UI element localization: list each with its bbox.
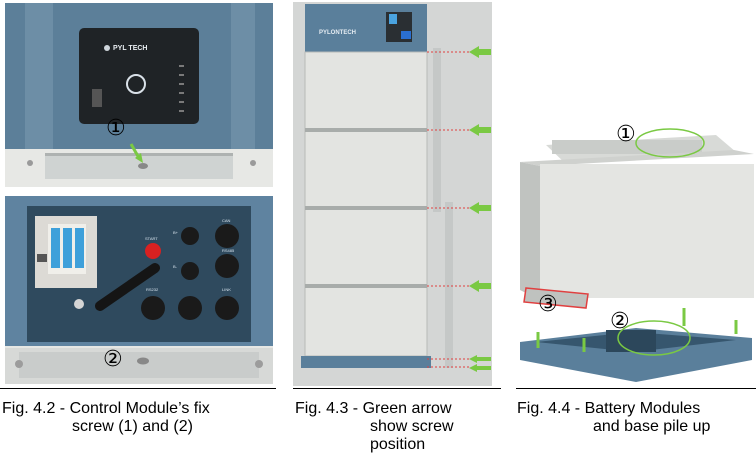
green-arrow-2 xyxy=(469,124,491,136)
caption-fig-4-4: Fig. 4.4 - Battery Modules and base pile… xyxy=(517,400,756,436)
brand-logo: PYLONTECH xyxy=(319,30,356,36)
caption-fig-4-2: Fig. 4.2 - Control Module’s fix screw (1… xyxy=(2,400,274,436)
green-arrow-6 xyxy=(469,364,491,372)
green-arrow-1 xyxy=(469,46,491,58)
fig-4-4-photo: ① ② ③ xyxy=(516,120,756,386)
green-arrow-5 xyxy=(469,355,491,363)
terminal-label-link: LINK xyxy=(222,287,231,292)
callout-1-label: ① xyxy=(106,116,126,141)
terminal-label-rs485: RS485 xyxy=(222,248,235,253)
terminal-label-rs232: RS232 xyxy=(146,287,159,292)
caption-fig-4-2-line1: Fig. 4.2 - Control Module’s fix xyxy=(2,400,210,417)
terminal-label-start: START xyxy=(145,236,158,241)
caption-fig-4-2-line2: screw (1) and (2) xyxy=(72,418,193,435)
caption-fig-4-3: Fig. 4.3 - Green arrow show screw positi… xyxy=(295,400,495,454)
callout-1-label-fig44: ① xyxy=(616,122,636,147)
fig-4-2-top-photo: PYL TECH ① xyxy=(5,3,273,187)
terminal-label-bminus: B- xyxy=(173,264,178,269)
caption-fig-4-4-line1: Fig. 4.4 - Battery Modules xyxy=(517,400,701,417)
caption-fig-4-4-line2: and base pile up xyxy=(593,418,711,435)
callout-2-label: ② xyxy=(103,347,123,372)
fig-4-3-photo: PYLONTECH xyxy=(293,2,492,386)
caption-fig-4-3-line3: position xyxy=(370,436,426,453)
caption-fig-4-3-line1: Fig. 4.3 - Green arrow xyxy=(295,400,452,417)
pylontech-logo-small: PYL TECH xyxy=(113,45,148,52)
caption-rule-fig-4-3 xyxy=(293,388,501,389)
callout-2-label-fig44: ② xyxy=(610,309,630,334)
callout-3-label-fig44: ③ xyxy=(538,292,558,317)
terminal-label-bplus: B+ xyxy=(173,230,179,235)
caption-rule-fig-4-2 xyxy=(0,388,276,389)
caption-fig-4-3-line2: show screw xyxy=(370,418,454,435)
fig-4-2-bottom-photo: START B+ B- CAN RS485 RS232 LINK ② xyxy=(5,196,273,384)
green-arrow-4 xyxy=(469,280,491,292)
caption-rule-fig-4-4 xyxy=(516,388,756,389)
terminal-label-can: CAN xyxy=(222,218,231,223)
green-arrow-3 xyxy=(469,202,491,214)
